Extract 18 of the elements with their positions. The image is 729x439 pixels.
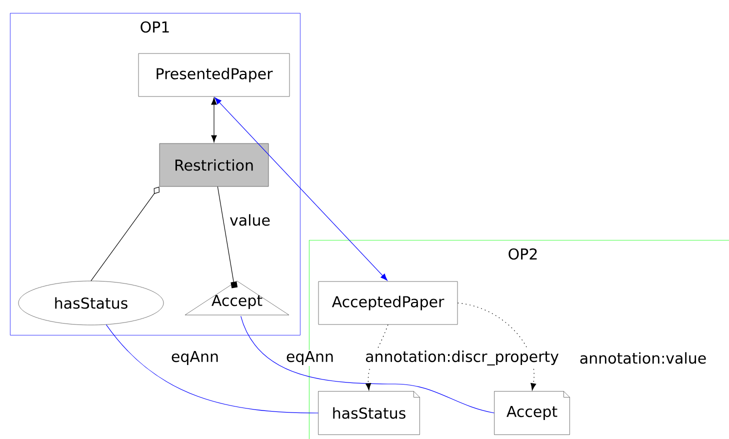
arrow <box>366 324 388 390</box>
edge-label: eqAnn <box>170 350 220 366</box>
arrow <box>214 97 388 281</box>
individual-triangle: Accept <box>184 280 290 316</box>
note-box: Accept <box>494 391 570 435</box>
class-box: AcceptedPaper <box>318 281 458 325</box>
connector-line <box>240 316 495 414</box>
arrow <box>211 98 217 142</box>
edge-label: annotation:value <box>578 351 708 365</box>
edge-label: eqAnn <box>285 350 336 366</box>
note-box: hasStatus <box>318 391 420 435</box>
arrow <box>90 186 160 282</box>
edge-label: annotation:discr_property <box>364 350 560 366</box>
edge-label: value <box>228 213 272 227</box>
connector-line <box>106 324 319 414</box>
class-box: Restriction <box>159 143 269 187</box>
arrow <box>217 186 238 288</box>
class-box: PresentedPaper <box>138 53 290 97</box>
